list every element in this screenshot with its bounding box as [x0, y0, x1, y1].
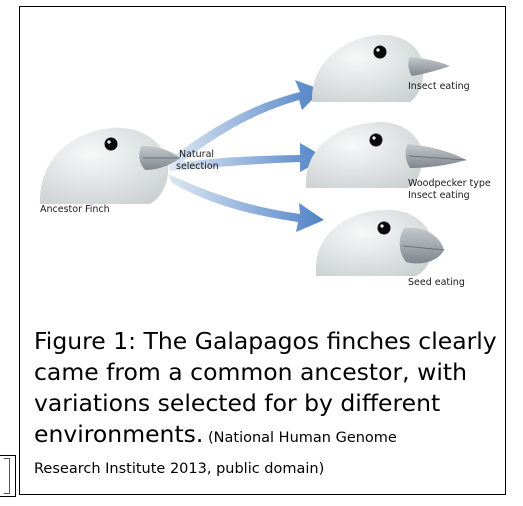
- label-natural-line1: Natural: [179, 149, 214, 160]
- finch-diagram: Ancestor Finch Natural selection Insect …: [0, 0, 523, 330]
- caption-citation-part1: (National Human Genome: [203, 430, 396, 446]
- insect-eye: [374, 46, 387, 59]
- label-woodpecker-line1: Woodpecker type: [408, 178, 491, 189]
- ancestor-finch: [40, 128, 180, 204]
- woodpecker-eye: [370, 134, 383, 147]
- label-insect: Insect eating: [408, 81, 470, 92]
- seed-beak: [400, 228, 444, 264]
- caption-citation-part2: Research Institute 2013, public domain): [34, 454, 504, 485]
- figure-caption: Figure 1: The Galapagos finches clearly …: [34, 326, 504, 485]
- label-natural-line2: selection: [176, 161, 219, 172]
- seed-finch: [316, 210, 444, 276]
- caption-line-4-main: environments.: [34, 420, 203, 448]
- seed-eye: [378, 222, 391, 235]
- label-ancestor: Ancestor Finch: [40, 204, 110, 215]
- arrow-down: [168, 174, 324, 232]
- caption-line-1: Figure 1: The Galapagos finches clearly: [34, 326, 504, 357]
- caption-line-3: variations selected for by different: [34, 388, 504, 419]
- caption-line-4: environments. (National Human Genome: [34, 419, 504, 454]
- label-woodpecker-line2: Insect eating: [408, 190, 470, 201]
- partial-frame-left-inner: [4, 458, 10, 494]
- ancestor-eye: [105, 138, 118, 151]
- caption-line-2: came from a common ancestor, with: [34, 357, 504, 388]
- insect-beak: [408, 57, 450, 76]
- label-seed: Seed eating: [408, 277, 465, 288]
